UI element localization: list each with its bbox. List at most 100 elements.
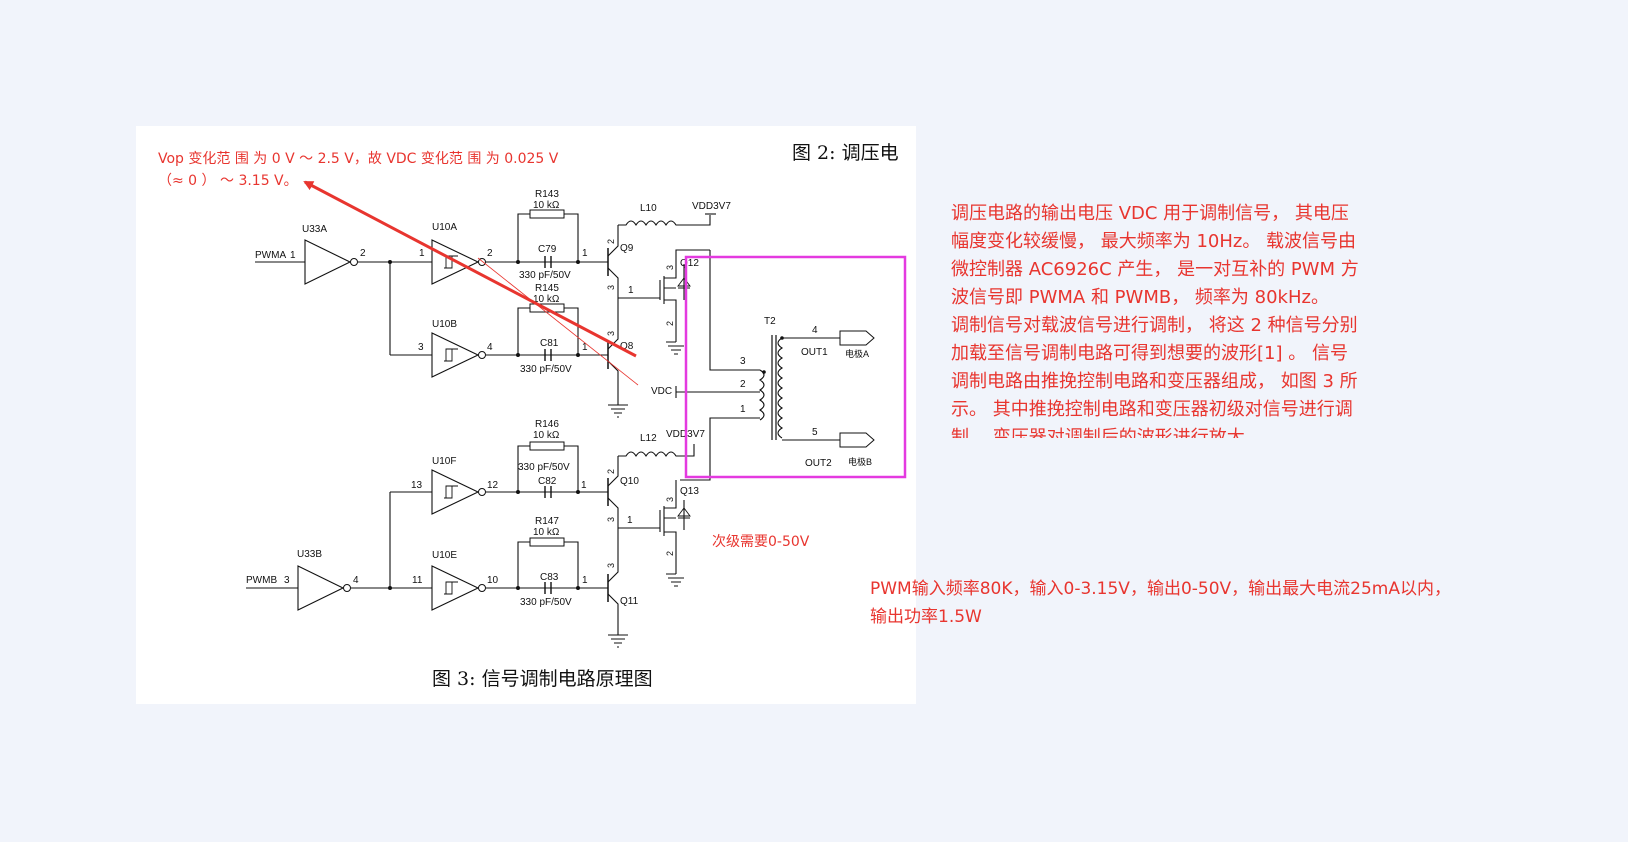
- paragraph-line: 波信号即 PWMA 和 PWMB， 频率为 80kHz。: [951, 287, 1329, 308]
- vdc-label: VDC: [651, 386, 672, 397]
- c79-value: 330 pF/50V: [519, 270, 571, 281]
- paragraph-line: 调压电路的输出电压 VDC 用于调制信号， 其电压: [951, 203, 1349, 224]
- c83-value: 330 pF/50V: [520, 597, 572, 608]
- pin-label: 1: [582, 342, 588, 353]
- t2-label: T2: [764, 316, 776, 327]
- out1-label: OUT1: [801, 347, 828, 358]
- annotation-line-1: Vop 变化范 围 为 0 V ～ 2.5 V，故 VDC 变化范 围 为 0.…: [158, 150, 559, 167]
- c82-value: 330 pF/50V: [518, 462, 570, 473]
- pin-label: 3: [284, 575, 290, 586]
- c79-label: C79: [538, 244, 557, 255]
- pin-label: 1: [628, 285, 634, 296]
- schmitt-u10f: [431, 469, 480, 515]
- secondary-note: 次级需要0-50V: [712, 534, 810, 550]
- pin-label: 1: [740, 404, 746, 415]
- pin-label: 13: [411, 480, 423, 491]
- pin-label: 2: [487, 248, 493, 259]
- pin-label: 4: [353, 575, 359, 586]
- paragraph-line: 示。 其中推挽控制电路和变压器初级对信号进行调: [951, 399, 1353, 420]
- transformer-highlight-box: [684, 255, 907, 479]
- u33b-label: U33B: [297, 549, 322, 560]
- pin-label: 11: [412, 575, 423, 586]
- input-pwmb-label: PWMB: [246, 575, 277, 586]
- electrode-b-connector: [839, 432, 875, 448]
- electrode-a-label: 电极A: [845, 348, 869, 359]
- q9-label: Q9: [620, 243, 634, 254]
- electrode-b-label: 电极B: [848, 456, 872, 467]
- schmitt-u10a: [431, 239, 480, 285]
- q11-label: Q11: [620, 596, 639, 607]
- r145-value: 10 kΩ: [533, 294, 560, 305]
- pin-label: 1: [581, 480, 587, 491]
- q8-label: Q8: [620, 341, 634, 352]
- c81-label: C81: [540, 338, 559, 349]
- pin-label: 2: [740, 379, 746, 390]
- q10-label: Q10: [620, 476, 639, 487]
- paragraph-line: 调制电路由推挽控制电路和变压器组成， 如图 3 所: [951, 371, 1358, 392]
- r146-label: R146: [535, 419, 559, 430]
- u10b-label: U10B: [432, 319, 457, 330]
- pin-label: 1: [582, 575, 588, 586]
- l10-label: L10: [640, 203, 657, 214]
- l12-label: L12: [640, 433, 657, 444]
- annotation-arrow: [303, 180, 637, 358]
- paragraph-line: 微控制器 AC6926C 产生， 是一对互补的 PWM 方: [951, 259, 1359, 280]
- schematic: PWMA 1 U33A 2 1 U10A 2 R143 10 kΩ C79 33…: [246, 189, 875, 648]
- pin-label: 3: [606, 517, 616, 522]
- pin-label: 3: [665, 265, 675, 270]
- c83-label: C83: [540, 572, 559, 583]
- schmitt-u10e: [431, 565, 480, 611]
- description-paragraph: 调压电路的输出电压 VDC 用于调制信号， 其电压 幅度变化较缓慢， 最大频率为…: [951, 203, 1359, 448]
- pin-label: 3: [665, 497, 675, 502]
- pin-label: 4: [487, 342, 493, 353]
- pin-label: 4: [812, 325, 818, 336]
- pin-label: 12: [487, 480, 499, 491]
- u10f-label: U10F: [432, 456, 456, 467]
- pin-label: 1: [419, 248, 425, 259]
- pwm-spec-line-1: PWM输入频率80K，输入0-3.15V，输出0-50V，输出最大电流25mA以…: [870, 579, 1451, 599]
- q12-label: Q12: [680, 258, 699, 269]
- r147-label: R147: [535, 516, 559, 527]
- paragraph-line: 幅度变化较缓慢， 最大频率为 10Hz。 载波信号由: [951, 231, 1356, 252]
- electrode-a-connector: [839, 330, 875, 346]
- c81-value: 330 pF/50V: [520, 364, 572, 375]
- buffer-u33b: [297, 565, 345, 611]
- pin-label: 5: [812, 427, 818, 438]
- pin-label: 2: [606, 469, 616, 474]
- pin-label: 1: [582, 248, 588, 259]
- paragraph-line: 加载至信号调制电路可得到想要的波形[1] 。 信号: [951, 343, 1348, 364]
- pin-label: 1: [290, 250, 296, 261]
- pin-label: 2: [606, 239, 616, 244]
- pin-label: 3: [740, 356, 746, 367]
- pin-label: 1: [627, 515, 633, 526]
- pin-label: 3: [418, 342, 424, 353]
- r147-value: 10 kΩ: [533, 527, 560, 538]
- pin-label: 3: [606, 563, 616, 568]
- input-pwma-label: PWMA: [255, 250, 286, 261]
- schmitt-u10b: [431, 332, 480, 378]
- q13-label: Q13: [680, 486, 699, 497]
- r143-label: R143: [535, 189, 559, 200]
- vdd-label-top: VDD3V7: [692, 201, 731, 212]
- pin-label: 2: [665, 321, 675, 326]
- pin-label: 3: [606, 285, 616, 290]
- fig2-caption: 图 2: 调压电: [792, 142, 899, 164]
- out2-label: OUT2: [805, 458, 832, 469]
- fig3-caption: 图 3: 信号调制电路原理图: [432, 668, 653, 690]
- pin-label: 2: [360, 248, 366, 259]
- c82-label: C82: [538, 476, 557, 487]
- r145-label: R145: [535, 283, 559, 294]
- u33a-label: U33A: [302, 224, 327, 235]
- pin-label: 3: [606, 331, 616, 336]
- pin-label: 2: [665, 551, 675, 556]
- figure-panel: [136, 126, 916, 704]
- r143-value: 10 kΩ: [533, 200, 560, 211]
- u10e-label: U10E: [432, 550, 457, 561]
- r146-value: 10 kΩ: [533, 430, 560, 441]
- annotation-line-2: （≈ 0 ） ～ 3.15 V。: [158, 173, 298, 189]
- paragraph-line: 调制信号对载波信号进行调制， 将这 2 种信号分别: [951, 315, 1358, 336]
- pwm-spec-line-2: 输出功率1.5W: [870, 607, 982, 627]
- u10a-label: U10A: [432, 222, 457, 233]
- buffer-u33a: [304, 239, 352, 285]
